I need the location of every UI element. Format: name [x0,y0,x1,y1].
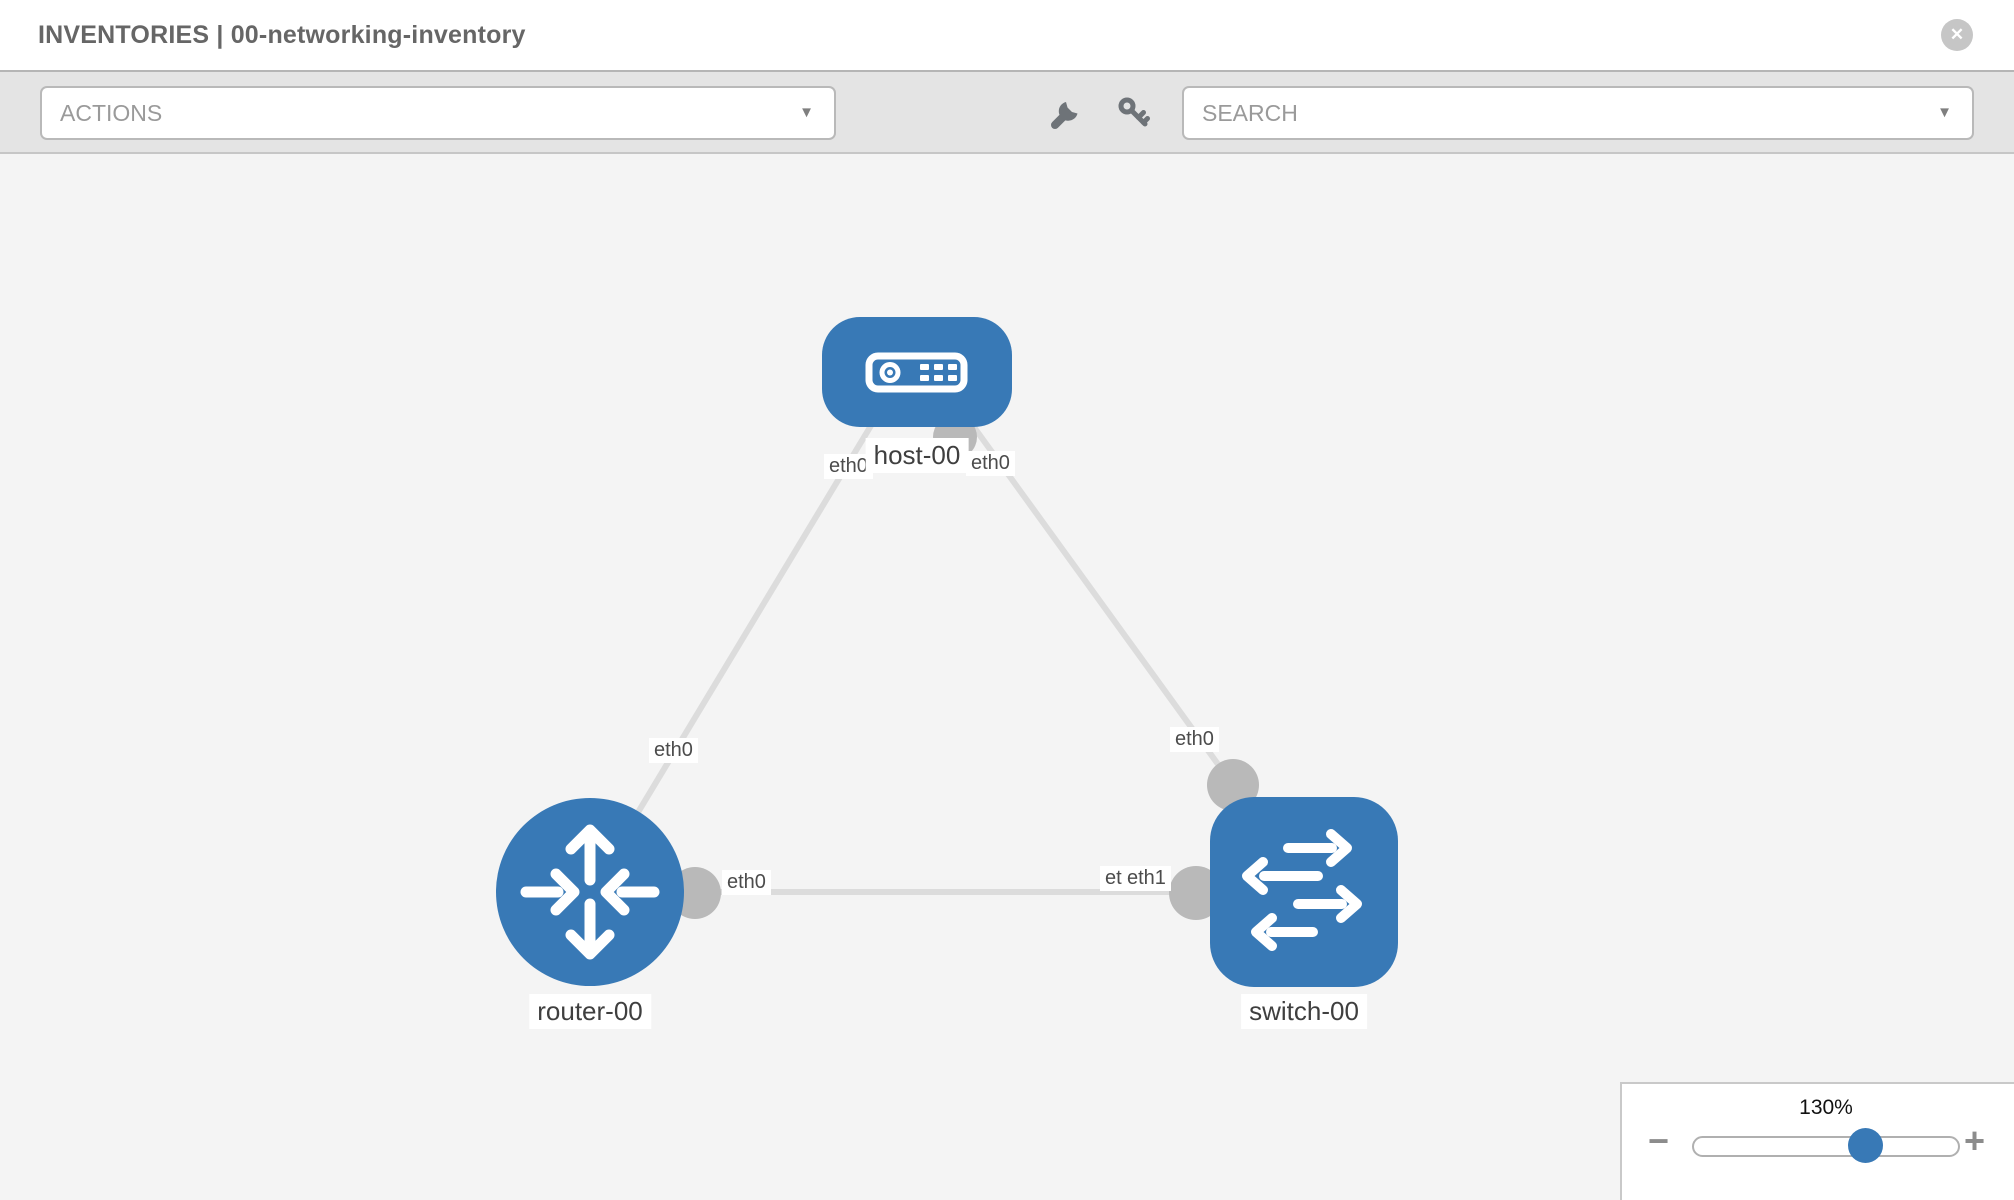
topology-svg [496,317,1398,987]
page-title: INVENTORIES | 00-networking-inventory [38,21,526,49]
node-router-00[interactable] [496,798,684,986]
actions-dropdown[interactable]: ACTIONS ▼ [40,86,836,140]
zoom-control-panel: 130% − + [1620,1082,2014,1200]
zoom-level-label: 130% [1799,1096,1853,1119]
host-icon [865,352,968,393]
interface-label: eth0 [722,870,771,895]
node-switch-00[interactable] [1210,797,1398,987]
search-input[interactable] [1202,88,1902,138]
zoom-out-button[interactable]: − [1648,1120,1670,1161]
zoom-in-button[interactable]: + [1964,1120,1986,1161]
close-icon[interactable]: ✕ [1941,19,1973,51]
zoom-slider-handle[interactable] [1848,1128,1883,1163]
topology-canvas[interactable]: eth0 eth0 eth0 eth0 eth0 eth0 eth1 host-… [0,154,2014,1200]
node-label-router: router-00 [529,994,651,1029]
interface-label: eth0 [824,454,873,479]
node-label-switch: switch-00 [1241,994,1367,1029]
toolbar: ACTIONS ▼ ▼ [0,72,2014,154]
chevron-down-icon: ▼ [1937,104,1952,121]
wrench-icon[interactable] [1048,95,1084,131]
port-circle-switch-left [1169,866,1223,920]
node-label-host: host-00 [865,438,969,473]
router-icon [520,824,660,960]
actions-dropdown-label: ACTIONS [60,100,163,126]
interface-label: eth0 [1170,727,1219,752]
header-bar: INVENTORIES | 00-networking-inventory ✕ [0,0,2014,72]
key-icon[interactable] [1116,95,1152,131]
search-combobox[interactable]: ▼ [1182,86,1974,140]
interface-label: eth0 [649,738,698,763]
chevron-down-icon: ▼ [799,104,814,121]
interface-label: eth1 [1122,866,1171,891]
interface-label: eth0 [966,451,1015,476]
switch-icon [1242,829,1362,951]
zoom-slider-track[interactable] [1692,1136,1960,1157]
node-host-00[interactable] [822,317,1012,427]
